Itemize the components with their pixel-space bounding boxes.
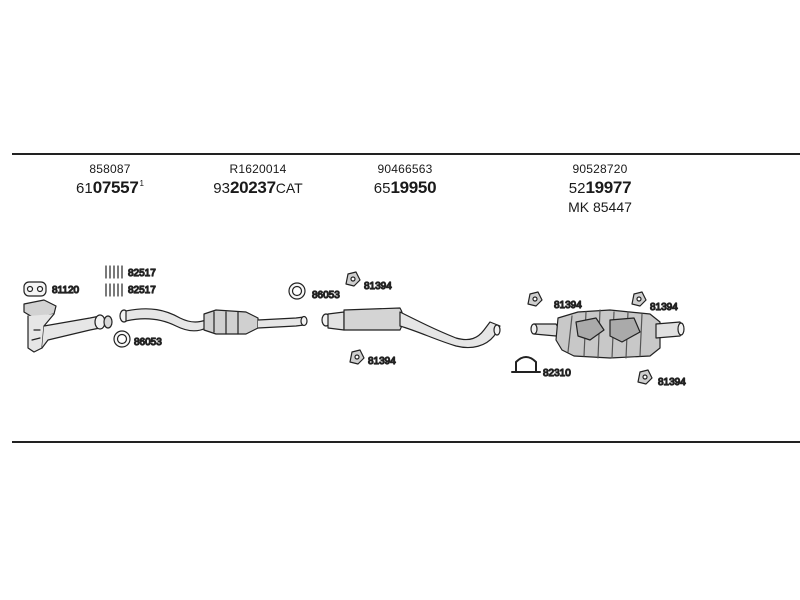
rubber-hanger-81394-b (349, 349, 365, 365)
assembly-ref: 90528720 (572, 162, 628, 176)
top-divider (12, 153, 800, 155)
u-clamp-82310 (511, 356, 541, 373)
assembly-ref: 858087 (89, 162, 131, 176)
assembly-label-2: R1620014 9320237CAT (198, 163, 318, 197)
rubber-hanger-81394-c (527, 291, 543, 307)
part-label: 86053 (312, 290, 340, 301)
part-label: 81394 (368, 356, 396, 367)
rubber-hanger-81394-d (631, 291, 647, 307)
part-label: 81394 (658, 377, 686, 388)
assembly-ref: R1620014 (229, 162, 287, 176)
front-pipe-manifold (23, 299, 113, 353)
rubber-hanger-81394-a (345, 271, 361, 287)
rear-silencer (530, 309, 685, 359)
middle-silencer-pipe (321, 307, 501, 349)
clamp-82517-upper (105, 265, 123, 279)
part-label: 82517 (128, 268, 156, 279)
rubber-hanger-81394-e (637, 369, 653, 385)
part-label: 81394 (650, 302, 678, 313)
part-label: 82517 (128, 285, 156, 296)
clamp-82517-lower (105, 283, 123, 297)
part-label: 82310 (543, 368, 571, 379)
sealing-ring-86053-middle (288, 282, 306, 300)
mounting-kit-number: MK 85447 (568, 199, 632, 215)
assembly-part-number: 61075571 (76, 178, 144, 197)
bottom-divider (12, 441, 800, 443)
assembly-part-number: 6519950 (373, 178, 437, 197)
sealing-ring-86053-left (113, 330, 131, 348)
part-label: 81394 (364, 281, 392, 292)
assembly-part-number: 9320237CAT (213, 178, 303, 197)
gasket-81120 (23, 281, 47, 297)
assembly-part-number: 5219977 (568, 178, 632, 197)
catalytic-converter-pipe (119, 308, 308, 335)
part-label: 81120 (52, 285, 80, 296)
assembly-label-1: 858087 61075571 (60, 163, 160, 197)
assembly-label-3: 90466563 6519950 (355, 163, 455, 197)
assembly-ref: 90466563 (377, 162, 433, 176)
part-label: 86053 (134, 337, 162, 348)
assembly-label-4: 90528720 5219977 MK 85447 (550, 163, 650, 214)
part-label: 81394 (554, 300, 582, 311)
